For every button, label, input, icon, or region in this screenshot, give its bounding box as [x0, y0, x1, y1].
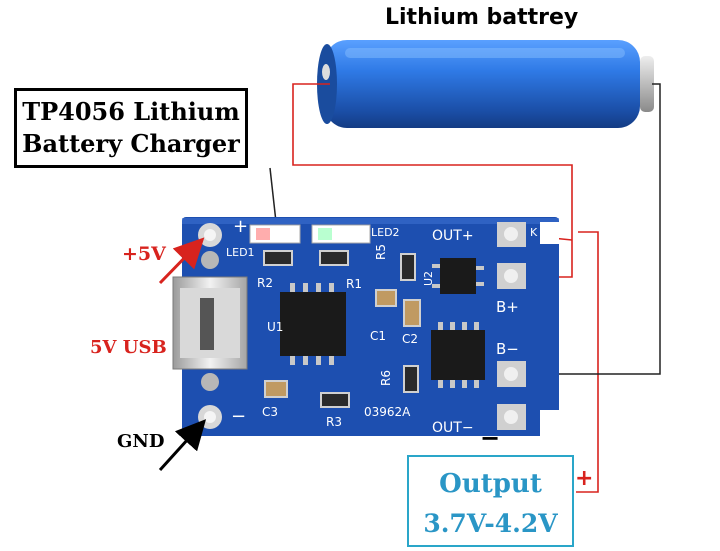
silk-c1: C1 — [370, 329, 386, 343]
silk-r3: R3 — [326, 415, 342, 429]
tp4056-board: + − LED1 LED2 R1 R2 R3 R5 R6 C1 C2 C3 U1… — [172, 216, 559, 436]
battery-title: Lithium battrey — [385, 5, 579, 30]
silk-out-plus: OUT+ — [432, 228, 474, 244]
silk-u1: U1 — [267, 320, 283, 334]
silk-c2: C2 — [402, 332, 418, 346]
charger-label-line2: Battery Charger — [22, 129, 240, 158]
silk-r6: R6 — [379, 370, 393, 386]
silk-code: 03962A — [364, 405, 411, 419]
silk-plus: + — [233, 216, 248, 237]
output-minus-label: − — [480, 424, 501, 452]
usb-label: 5V USB — [90, 337, 167, 358]
black-wires — [269, 83, 661, 375]
silk-r5: R5 — [374, 244, 388, 260]
silk-u2: U2 — [422, 271, 435, 286]
output-plus-label: + — [575, 466, 594, 491]
output-title: Output — [439, 469, 542, 499]
silk-out-minus: OUT− — [432, 420, 474, 436]
gnd-arrow — [158, 419, 207, 472]
silk-r1: R1 — [346, 277, 362, 291]
charger-label-box: TP4056 Lithium Battery Charger — [14, 88, 248, 168]
silk-b-minus: B− — [496, 340, 519, 358]
output-box: Output 3.7V-4.2V — [407, 455, 574, 547]
output-voltage: 3.7V-4.2V — [423, 509, 558, 538]
gnd-label: GND — [117, 431, 165, 452]
silk-led1: LED1 — [226, 246, 255, 259]
silk-c3: C3 — [262, 405, 278, 419]
charger-label-line1: TP4056 Lithium — [22, 97, 240, 126]
silk-minus: − — [231, 406, 246, 427]
plus5v-label: +5V — [122, 243, 166, 265]
silk-led2: LED2 — [371, 226, 400, 239]
plus5v-arrow — [158, 237, 205, 285]
lithium-battery — [317, 40, 654, 128]
silk-b-plus: B+ — [496, 298, 519, 316]
silk-r2: R2 — [257, 276, 273, 290]
silk-k: K — [530, 226, 538, 239]
